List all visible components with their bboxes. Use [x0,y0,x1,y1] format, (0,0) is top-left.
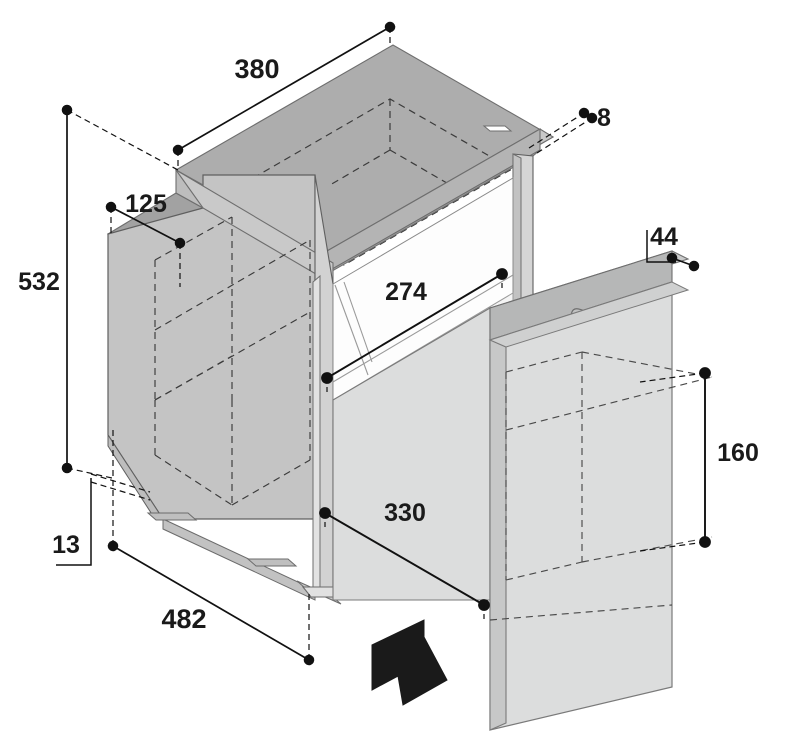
dimension-label-482: 482 [161,604,206,634]
dimline-44 [666,252,700,272]
left-panel-hidden-edges [154,216,311,506]
extline-8-a [528,112,585,149]
door-panel-left-edge [489,339,507,731]
extline-160-bottom [639,541,706,552]
cabinet-foot-mid [246,558,298,567]
dimline-274 [321,268,508,384]
extline-44-bracket [646,230,676,263]
extline-532-top [66,109,179,171]
extline-160-top [639,372,706,383]
extline-8-b [536,117,593,154]
dimension-label-8: 8 [597,104,611,132]
extline-13-a [90,473,151,493]
dimension-lines [56,21,711,666]
dimline-125 [105,201,186,249]
dimline-330 [319,507,490,611]
dimension-label-125: 125 [125,190,167,218]
left-panel-body [107,174,316,520]
cabinet-right-front-post-face [312,274,321,599]
dimension-label-532: 532 [18,268,60,296]
dimline-482 [107,540,315,666]
dimline-380 [172,21,396,156]
drawer-hidden-edges [489,351,713,621]
door-front-panel [489,281,673,731]
cabinet-foot-left [146,512,198,521]
dimline-8 [578,107,598,124]
extline-13-b [90,481,151,501]
dimension-label-380: 380 [234,54,279,84]
dimension-label-160: 160 [717,439,759,467]
dimline-13-bracket [56,478,92,566]
extline-532-bottom [66,467,113,479]
top-rail-slot-right-icon [482,125,513,132]
drawer-pull-direction-arrow [371,619,448,706]
dimension-labels: 380 8 125 532 274 44 160 330 13 482 [18,54,759,634]
dimension-label-274: 274 [385,278,427,306]
dimension-label-44: 44 [650,223,678,251]
dimension-label-13: 13 [52,531,80,559]
dimension-label-330: 330 [384,499,426,527]
